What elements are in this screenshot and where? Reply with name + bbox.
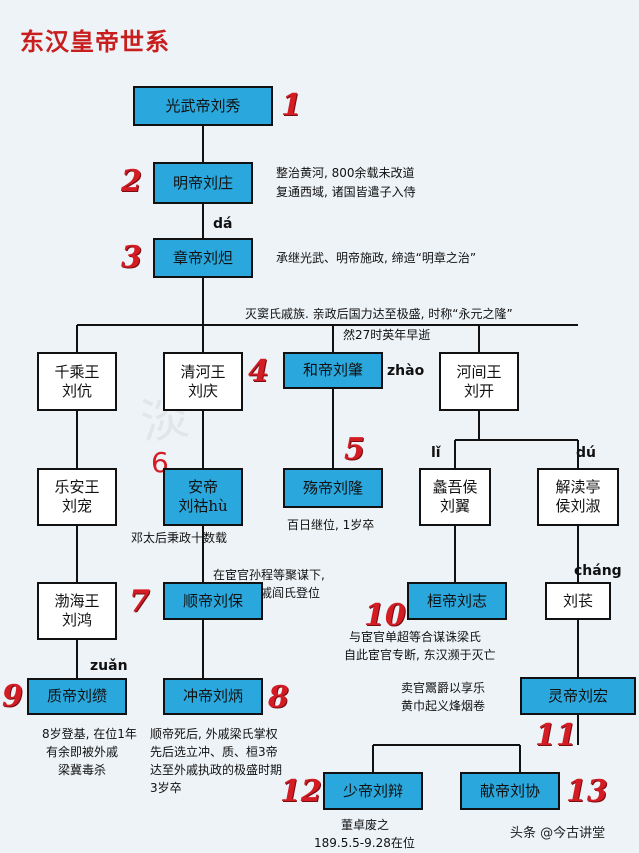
note-shao-1: 董卓废之	[341, 818, 390, 832]
node-guangwu-liuxiu[interactable]: 光武帝刘秀	[133, 86, 273, 126]
node-label-line1: 河间王	[456, 362, 502, 381]
node-ling-liuhong[interactable]: 灵帝刘宏	[520, 677, 636, 715]
node-label: 殇帝刘隆	[302, 478, 363, 497]
node-shun-liubao[interactable]: 顺帝刘保	[163, 582, 263, 620]
node-label: 献帝刘协	[479, 781, 540, 800]
node-qinghe-liuqing[interactable]: 清河王 刘庆	[163, 352, 243, 411]
node-label-line2: 侯刘淑	[555, 497, 601, 515]
node-qiancheng-liukang[interactable]: 千乘王 刘伉	[37, 352, 117, 411]
node-zhi-liuzuan[interactable]: 质帝刘缵	[27, 678, 127, 715]
node-label: 刘苌	[562, 591, 593, 610]
node-label: 质帝刘缵	[46, 687, 107, 706]
pinyin-da: dá	[213, 216, 233, 232]
node-label-line2: 刘鸿	[61, 611, 92, 629]
note-ling-1: 卖官鬻爵以享乐	[401, 681, 486, 695]
node-xian-liuxie[interactable]: 献帝刘协	[460, 772, 560, 810]
pinyin-chang: cháng	[574, 563, 622, 579]
emperor-number-10: 10	[364, 598, 406, 633]
node-label: 和帝刘肇	[302, 361, 363, 380]
note-chong-1: 顺帝死后, 外戚梁氏掌权	[150, 727, 278, 741]
note-shao-2: 189.5.5-9.28在位	[314, 836, 415, 850]
node-label-line1: 乐安王	[54, 478, 100, 497]
node-label: 顺帝刘保	[182, 591, 243, 610]
note-huan-2: 自此宦官专断, 东汉濒于灭亡	[344, 648, 496, 662]
emperor-number-11: 11	[535, 718, 577, 753]
pinyin-du: dú	[576, 445, 596, 461]
emperor-number-7: 7	[129, 584, 150, 619]
node-shang-liulong[interactable]: 殇帝刘隆	[283, 468, 383, 508]
emperor-number-3: 3	[121, 240, 142, 275]
emperor-number-12: 12	[280, 774, 322, 809]
note-an: 邓太后秉政十数载	[131, 531, 228, 545]
node-huan-liuzhi[interactable]: 桓帝刘志	[407, 582, 507, 620]
emperor-number-4: 4	[248, 354, 269, 389]
node-label-line2: 刘宠	[61, 497, 92, 515]
node-label-line1: 安帝	[187, 478, 218, 497]
note-chong-3: 达至外戚执政的极盛时期	[150, 763, 283, 777]
node-chong-liubing[interactable]: 冲帝刘炳	[163, 678, 263, 715]
note-zhi-2: 有余即被外戚	[46, 745, 119, 759]
node-label-line2: 刘祜hù	[178, 497, 228, 515]
node-label: 少帝刘辩	[342, 781, 403, 800]
node-an-liuhu[interactable]: 安帝 刘祜hù	[163, 468, 243, 526]
node-label: 冲帝刘炳	[182, 687, 243, 706]
note-he-2: 然27时英年早逝	[343, 328, 431, 342]
node-label-line1: 解渎亭	[555, 478, 601, 497]
node-label: 灵帝刘宏	[547, 686, 608, 705]
source-watermark: 头条 @今古讲堂	[510, 826, 606, 841]
node-label: 光武帝刘秀	[165, 96, 241, 115]
emperor-number-2: 2	[121, 164, 142, 199]
chart-title: 东汉皇帝世系	[20, 28, 170, 56]
node-ming-liuzhuang[interactable]: 明帝刘庄	[153, 162, 253, 204]
node-shao-liubian[interactable]: 少帝刘辩	[323, 772, 423, 810]
node-label-line2: 刘庆	[187, 381, 218, 400]
note-huan-1: 与宦官单超等合谋诛梁氏	[349, 630, 482, 644]
node-label: 明帝刘庄	[172, 173, 233, 192]
emperor-number-8: 8	[268, 680, 289, 715]
note-ling-2: 黄巾起义烽烟卷	[401, 699, 486, 713]
node-label-line1: 千乘王	[54, 362, 100, 381]
note-chong-2: 先后选立冲、质、桓3帝	[150, 745, 278, 759]
node-liwu-liuyi[interactable]: 蠡吾侯 刘翼	[419, 468, 491, 526]
node-label-line1: 蠡吾侯	[432, 478, 478, 497]
node-jiedu-liushu[interactable]: 解渎亭 侯刘淑	[537, 468, 619, 526]
node-bohai-liuhong[interactable]: 渤海王 刘鸿	[37, 582, 117, 640]
note-shang: 百日继位, 1岁卒	[287, 518, 375, 532]
pinyin-zhao: zhào	[387, 363, 425, 379]
emperor-number-13: 13	[566, 774, 608, 809]
node-label-line1: 清河王	[180, 362, 226, 381]
node-zhang-liuda[interactable]: 章帝刘炟	[153, 238, 253, 278]
note-shun-1: 在宦官孙程等聚谋下,	[213, 568, 325, 582]
pinyin-zuan: zuǎn	[90, 658, 128, 674]
node-label-line2: 刘开	[463, 381, 494, 400]
emperor-number-5: 5	[344, 432, 365, 467]
node-label: 章帝刘炟	[172, 248, 233, 267]
emperor-number-1: 1	[281, 88, 302, 123]
node-label-line2: 刘伉	[61, 381, 92, 400]
note-zhang: 承继光武、明帝施政, 缔造“明章之治”	[276, 251, 477, 265]
node-hejian-liukai[interactable]: 河间王 刘开	[439, 352, 519, 411]
note-ming-2: 复通西域, 诸国皆遣子入侍	[276, 185, 416, 199]
note-he-1: 灭窦氏戚族. 亲政后国力达至极盛, 时称“永元之隆”	[245, 307, 513, 321]
pinyin-li: lǐ	[431, 445, 441, 461]
note-zhi-1: 8岁登基, 在位1年	[42, 727, 137, 741]
node-label-line2: 刘翼	[439, 497, 470, 515]
node-liuchang[interactable]: 刘苌	[545, 582, 611, 620]
node-he-liuzhao[interactable]: 和帝刘肇	[283, 352, 383, 389]
note-zhi-3: 梁冀毒杀	[58, 763, 107, 777]
note-chong-4: 3岁卒	[150, 781, 182, 795]
note-ming-1: 整治黄河, 800余载未改道	[276, 166, 415, 180]
node-label: 桓帝刘志	[426, 591, 487, 610]
node-lean-liuchong[interactable]: 乐安王 刘宠	[37, 468, 117, 526]
emperor-number-9: 9	[2, 679, 23, 714]
node-label-line1: 渤海王	[54, 592, 100, 611]
